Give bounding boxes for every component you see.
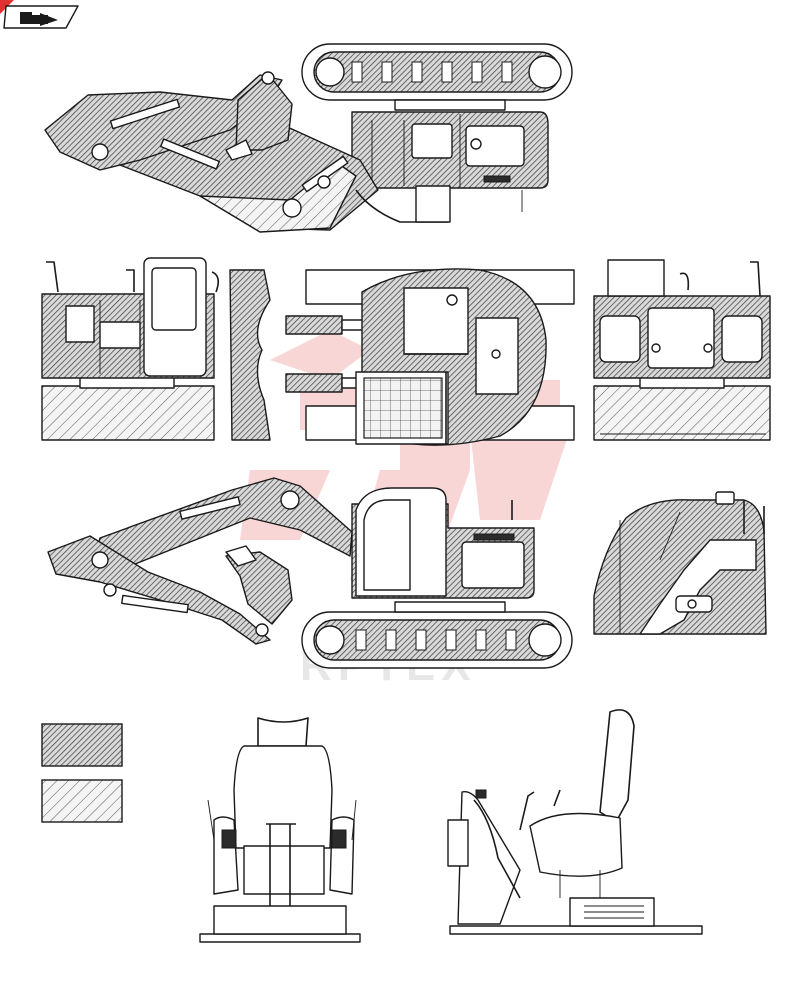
bucket-upper xyxy=(225,73,293,161)
track-upper xyxy=(301,43,573,101)
view-side-elevation-lower xyxy=(47,477,573,669)
nav-arrow-icon[interactable] xyxy=(3,5,79,29)
view-front-elevation xyxy=(41,257,220,441)
legend-swatch-light xyxy=(41,779,123,823)
view-side-elevation-upper xyxy=(44,43,573,233)
hatch-legend xyxy=(41,723,123,823)
upper-body-rear xyxy=(351,111,549,189)
upper-body-lower-view xyxy=(351,487,535,599)
view-cab-structure xyxy=(593,491,767,635)
seat-front-view xyxy=(199,717,361,943)
legend-swatch-dense xyxy=(41,723,123,767)
track-lower xyxy=(301,611,573,669)
view-plan-top xyxy=(229,268,575,446)
view-rear-elevation xyxy=(593,259,771,441)
seat-side-view xyxy=(447,709,703,935)
bucket-lower xyxy=(225,545,293,625)
